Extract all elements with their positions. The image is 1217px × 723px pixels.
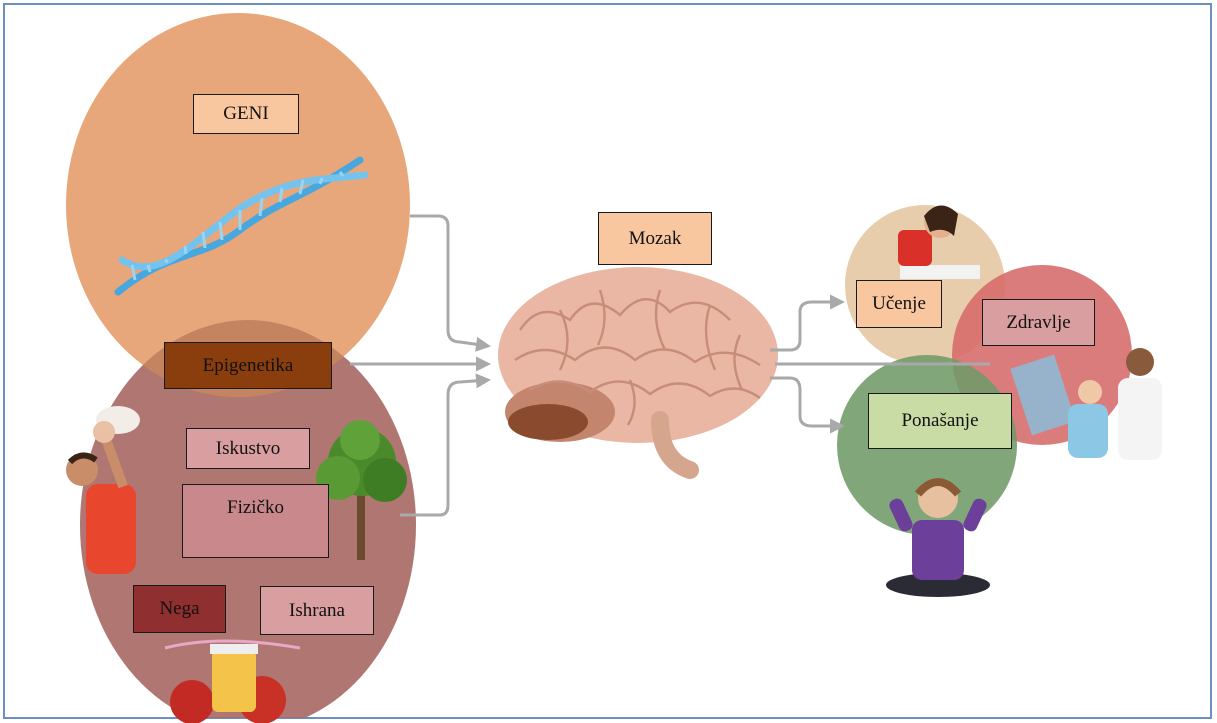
label-mozak: Mozak	[598, 212, 712, 265]
label-ponasanje: Ponašanje	[868, 393, 1012, 449]
baby-food-icon	[164, 639, 301, 723]
label-ishrana: Ishrana	[260, 586, 374, 635]
label-iskustvo: Iskustvo	[186, 428, 310, 469]
input-arrows	[350, 214, 491, 517]
label-epigenetika: Epigenetika	[164, 342, 332, 389]
girl-studying-icon	[898, 205, 980, 279]
output-arrows	[770, 294, 990, 434]
label-zdravlje: Zdravlje	[982, 299, 1095, 346]
genes-circle	[66, 13, 410, 397]
label-nega: Nega	[133, 585, 226, 633]
doctor-xray-icon	[1010, 348, 1162, 460]
child-sitting-icon	[886, 478, 990, 597]
brain-icon	[498, 267, 778, 479]
dna-helix-icon	[114, 156, 369, 296]
diagram-frame	[3, 3, 1212, 719]
label-ucenje: Učenje	[856, 280, 942, 328]
label-fizicko: Fizičko	[182, 484, 329, 558]
label-geni: GENI	[193, 94, 299, 134]
output-circles	[837, 205, 1132, 535]
father-child-icon	[66, 406, 140, 574]
